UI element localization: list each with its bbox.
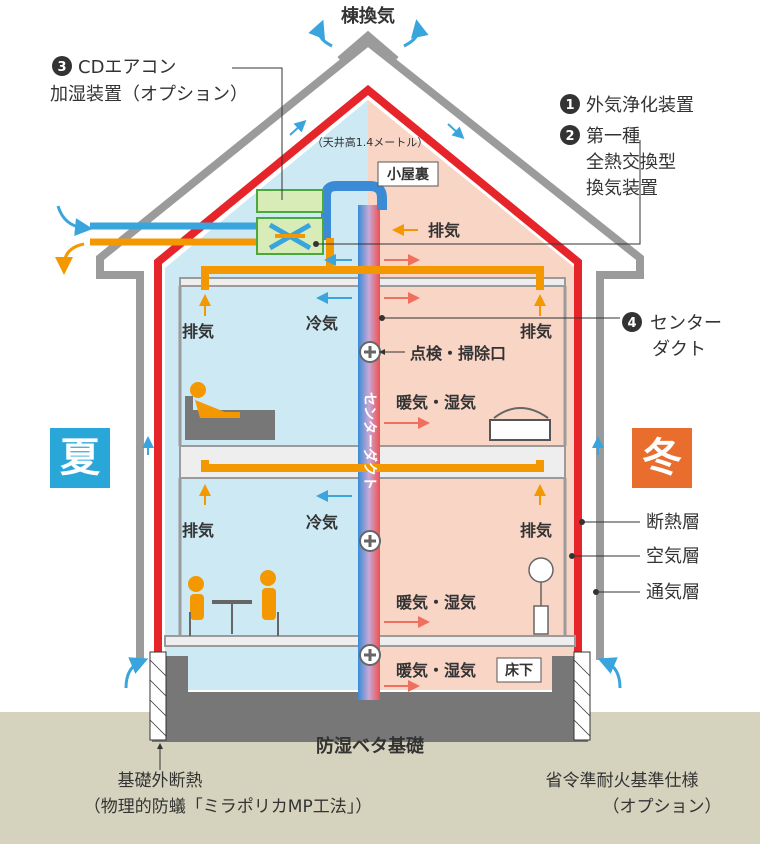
- ventilation-label-2: 全熱交換型: [586, 152, 676, 173]
- warm-humid-1f: 暖気・湿気: [396, 593, 476, 612]
- outer-shell: [96, 36, 644, 660]
- ventilation-label-3: 換気装置: [586, 178, 658, 199]
- air-layer-label: 空気層: [646, 546, 700, 567]
- cd-aircon-number: 3: [57, 60, 66, 75]
- purifier-label: 外気浄化装置: [586, 95, 694, 116]
- insulation-wall: [154, 84, 582, 655]
- warm-humid-2f: 暖気・湿気: [396, 393, 476, 412]
- duct-top-bend: [321, 181, 387, 240]
- ext-insulation-label-2: （物理的防蟻「ミラポリカMP工法」）: [84, 797, 372, 817]
- ext-insulation-left: [149, 651, 167, 741]
- dining-people-icon: [188, 570, 279, 636]
- bed-icon: [489, 407, 551, 441]
- duct-vertical-label: センターダクト: [361, 392, 378, 490]
- ext-insulation-right: [573, 651, 591, 741]
- cool-air-1f: 冷気: [306, 513, 338, 532]
- ventilation-layer-label: 通気層: [646, 582, 700, 603]
- ridge-cap: [337, 30, 399, 64]
- exhaust-1f-left: 排気: [182, 521, 214, 540]
- humidifier-unit: [256, 189, 324, 213]
- plant-icon: [528, 557, 554, 635]
- humidifier-label: 加湿装置（オプション）: [50, 84, 248, 105]
- purifier-number: 1: [565, 98, 574, 113]
- insulation-layer-label: 断熱層: [646, 512, 700, 533]
- center-duct-label-2: ダクト: [652, 339, 706, 360]
- fire-spec-label-1: 省令準耐火基準仕様: [546, 771, 699, 791]
- warm-humid-underfloor: 暖気・湿気: [396, 661, 476, 680]
- foundation-label: 防湿ベタ基礎: [316, 735, 424, 757]
- exhaust-2f-left: 排気: [182, 322, 214, 341]
- winter-interior: [368, 100, 575, 690]
- cd-aircon-label: CDエアコン: [78, 57, 176, 78]
- inspection-port-icon: [359, 341, 381, 363]
- roof-vent-label: 棟換気: [341, 5, 395, 27]
- ext-insulation-label-1: 基礎外断熱: [118, 771, 203, 791]
- inspection-port-icon: [359, 530, 381, 552]
- center-duct-number: 4: [627, 316, 636, 331]
- cool-air-2f: 冷気: [306, 314, 338, 333]
- exhaust-1f-right: 排気: [520, 521, 552, 540]
- inspection-port-icon: [359, 644, 381, 666]
- ventilation-number: 2: [565, 129, 574, 144]
- inspection-port-label: 点検・掃除口: [410, 344, 506, 363]
- center-duct: [358, 205, 380, 700]
- winter-badge: [632, 428, 692, 488]
- center-duct-label-1: センター: [650, 313, 722, 334]
- bed-person-icon: [185, 382, 275, 440]
- ventilation-label-1: 第一種: [586, 126, 640, 147]
- ceiling-height-label: （天井高1.4メートル）: [312, 135, 429, 149]
- summer-badge-text: 夏: [60, 435, 101, 481]
- summer-badge: [50, 428, 110, 488]
- attic-exhaust-label: 排気: [428, 221, 460, 240]
- attic-label: 小屋裏: [387, 166, 430, 183]
- fire-spec-label-2: （オプション）: [603, 797, 722, 817]
- winter-badge-text: 冬: [642, 435, 682, 481]
- exhaust-2f-right: 排気: [520, 322, 552, 341]
- underfloor-label: 床下: [505, 662, 533, 679]
